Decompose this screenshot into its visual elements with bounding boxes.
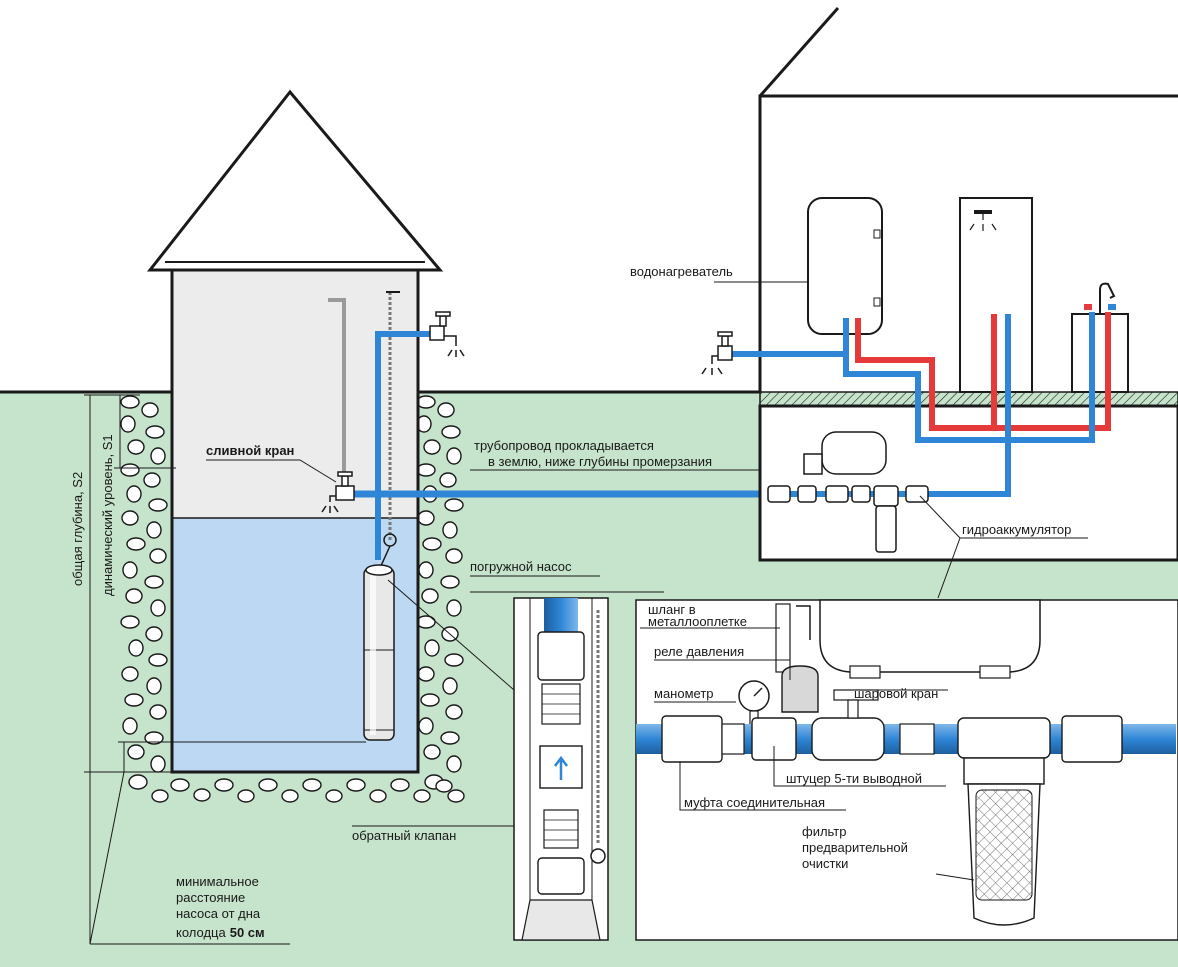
total-depth-label: общая глубина, S2: [70, 472, 85, 586]
fitting-label: штуцер 5-ти выводной: [786, 771, 922, 786]
min-distance-value: 50 см: [230, 925, 265, 940]
filter-label-line3: очистки: [802, 856, 848, 871]
min-distance-line2: расстояние: [176, 890, 245, 905]
ball-valve-label: шаровой кран: [854, 686, 938, 701]
sink-icon: [1071, 282, 1129, 393]
equipment-detail-inset: [635, 599, 1178, 941]
well-air-space: [172, 268, 418, 518]
house-yard-tap: [701, 331, 733, 375]
gray-vent-pipe: [328, 298, 346, 480]
well-supply-pipe: [375, 331, 438, 560]
basement-accumulator-unit: [767, 431, 929, 553]
drain-valve-label: сливной кран: [206, 443, 294, 458]
well-roof: [146, 89, 444, 272]
submersible-pump-label: погружной насос: [470, 559, 572, 574]
pressure-relay-label: реле давления: [654, 644, 744, 659]
manometer-label: манометр: [654, 686, 714, 701]
min-distance-line4: колодца 50 см: [176, 925, 265, 940]
submersible-pump-icon: [363, 564, 395, 741]
min-distance-line3: насоса от дна: [176, 906, 261, 921]
hose-label-line2: металлооплетке: [648, 614, 747, 629]
house-floor-slab: [759, 391, 1178, 407]
hot-water-pipes: [855, 312, 1111, 431]
gravel-backfill: [120, 395, 465, 803]
min-distance-word: колодца: [176, 925, 226, 940]
pipeline-label-line2: в землю, ниже глубины промерзания: [488, 454, 712, 469]
filter-label-line1: фильтр: [802, 824, 846, 839]
dynamic-level-label: динамический уровень, S1: [100, 434, 115, 596]
coupling-label: муфта соединительная: [684, 795, 825, 810]
water-heater-icon: [807, 197, 883, 335]
filter-label-line2: предварительной: [802, 840, 908, 855]
accumulator-label: гидроаккумулятор: [962, 522, 1071, 537]
depth-dimensions: [84, 394, 366, 945]
drain-valve-icon: [321, 471, 355, 513]
water-heater-label: водонагреватель: [630, 264, 733, 279]
hose-label-line1: шланг в: [648, 602, 696, 617]
well-yard-tap: [429, 311, 465, 357]
check-valve-label: обратный клапан: [352, 828, 456, 843]
pump-detail-inset: [513, 597, 609, 941]
check-valve-arrow-icon: [554, 755, 568, 780]
cold-water-pipes: [732, 312, 1095, 497]
min-distance-line1: минимальное: [176, 874, 259, 889]
pipeline-label-line1: трубопровод прокладывается: [474, 438, 654, 453]
